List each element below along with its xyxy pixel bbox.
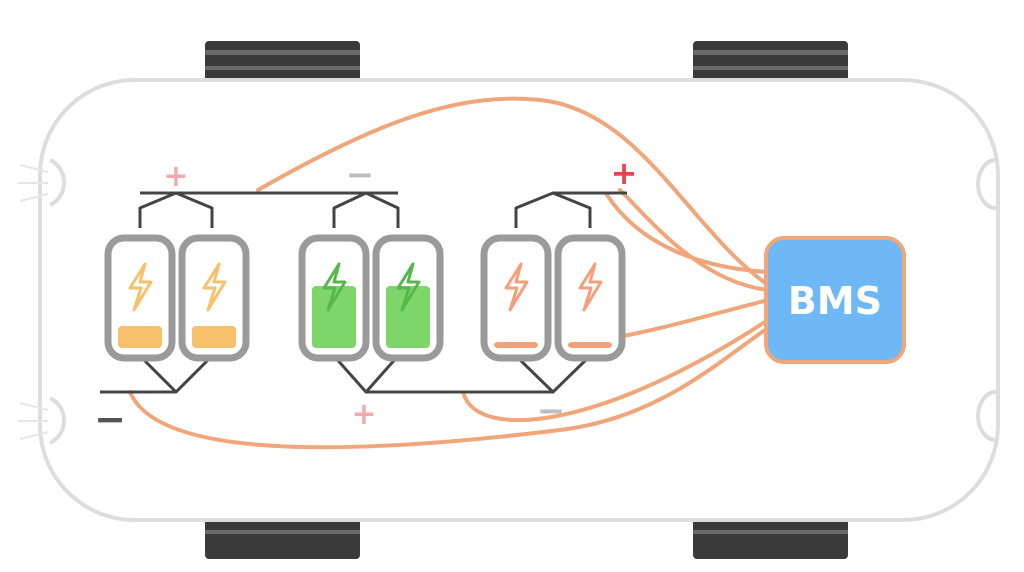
- wire-top-arc: [256, 96, 770, 287]
- taillight-bottom-right: [976, 390, 997, 442]
- battery-cells: [104, 234, 626, 362]
- lightning-bolt-icon: [202, 262, 227, 312]
- battery-cell-right-pair-2: [554, 234, 626, 362]
- battery-cell-left-pair-2: [178, 234, 250, 362]
- headlight-bottom-left: [18, 396, 67, 445]
- lightning-bolt-icon: [578, 262, 603, 312]
- lightning-bolt-icon: [322, 262, 347, 312]
- charge-level-fill: [386, 286, 430, 348]
- lightning-bolt-icon: [396, 262, 421, 312]
- lightning-bolt-icon: [128, 262, 153, 312]
- headlight-top-left: [18, 158, 67, 207]
- charge-level-fill: [568, 342, 612, 348]
- terminal-plus-bottom-middle: +: [351, 397, 376, 432]
- wire-top-plus: [605, 193, 770, 274]
- battery-cell-middle-pair-1: [298, 234, 370, 362]
- wire-bottom-mid: [462, 318, 770, 423]
- bms-wires: [128, 96, 770, 450]
- battery-cell-right-pair-1: [480, 234, 552, 362]
- terminal-minus-bottom-right: −: [537, 391, 566, 431]
- terminal-minus-bottom-left: −: [94, 397, 126, 441]
- bms-label: BMS: [788, 279, 882, 323]
- bus-bars: [100, 191, 627, 394]
- charge-level-fill: [192, 326, 236, 348]
- taillight-top-right: [976, 158, 997, 210]
- bms-module: BMS: [764, 236, 906, 364]
- bms-box: [764, 236, 906, 364]
- charge-level-fill: [118, 326, 162, 348]
- wire-bottom-main: [128, 326, 770, 450]
- wire-right-cells: [610, 298, 770, 340]
- battery-cell-left-pair-1: [104, 234, 176, 362]
- battery-cell-middle-pair-2: [372, 234, 444, 362]
- charge-level-fill: [312, 286, 356, 348]
- terminal-plus-top-left: +: [163, 159, 188, 194]
- terminal-plus-top-right: +: [611, 154, 638, 192]
- lightning-bolt-icon: [504, 262, 529, 312]
- charge-level-fill: [494, 342, 538, 348]
- wire-top-plus-2: [618, 188, 770, 292]
- terminal-minus-top-middle: −: [346, 155, 375, 195]
